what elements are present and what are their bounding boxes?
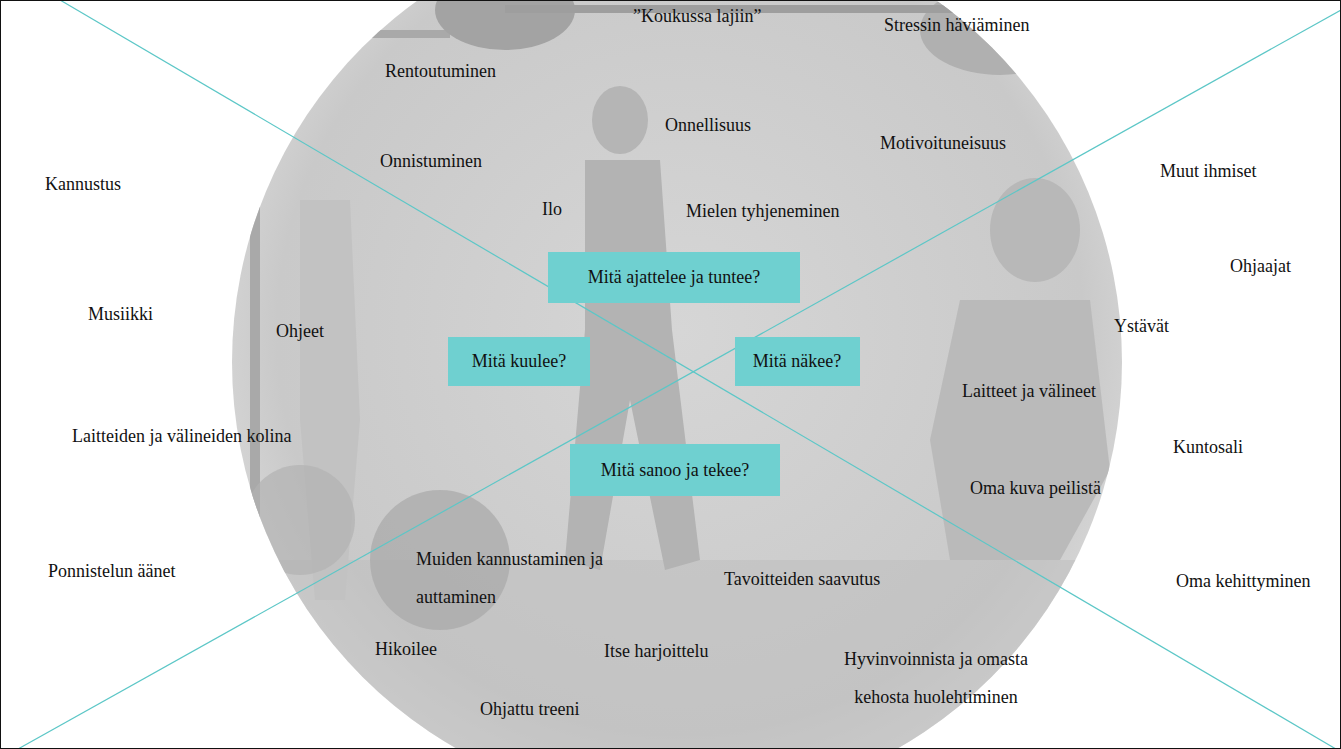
map-label: Laitteiden ja välineiden kolina [72, 425, 291, 447]
photo-circle [200, 0, 1160, 749]
map-label: Kuntosali [1173, 436, 1243, 458]
map-label: Muut ihmiset [1160, 160, 1257, 182]
map-label: Muiden kannustaminen ja auttaminen [416, 540, 656, 616]
question-box: Mitä kuulee? [448, 337, 590, 386]
diagonal-line [60, 0, 1341, 749]
question-text: Mitä ajattelee ja tuntee? [588, 266, 760, 288]
map-label: Ystävät [1114, 315, 1169, 337]
map-label: Laitteet ja välineet [962, 380, 1096, 402]
map-label: Ponnistelun äänet [48, 560, 175, 582]
map-label: Ohjeet [276, 320, 324, 342]
question-text: Mitä sanoo ja tekee? [601, 459, 749, 481]
map-label: Onnellisuus [665, 114, 751, 136]
map-label: ”Koukussa lajiin” [633, 5, 761, 27]
map-label: Mielen tyhjeneminen [686, 200, 839, 222]
map-label: Kannustus [45, 173, 121, 195]
map-label: Musiikki [88, 303, 153, 325]
map-label: Onnistuminen [380, 150, 482, 172]
question-text: Mitä näkee? [753, 350, 841, 372]
question-box: Mitä ajattelee ja tuntee? [548, 252, 800, 303]
map-label: Ilo [542, 198, 562, 220]
question-text: Mitä kuulee? [472, 350, 566, 372]
question-box: Mitä näkee? [735, 337, 860, 386]
map-label: Ohjattu treeni [480, 698, 579, 720]
map-label: Itse harjoittelu [604, 640, 708, 662]
map-label: Motivoituneisuus [880, 132, 1006, 154]
map-label: Hikoilee [375, 638, 437, 660]
question-box: Mitä sanoo ja tekee? [570, 444, 780, 496]
map-label: Hyvinvoinnista ja omasta kehosta huoleht… [816, 640, 1056, 716]
map-label: Stressin häviäminen [884, 14, 1029, 36]
map-label: Ohjaajat [1230, 255, 1291, 277]
map-label: Rentoutuminen [385, 60, 496, 82]
map-label: Tavoitteiden saavutus [724, 568, 880, 590]
diagonal-line [18, 10, 1341, 749]
map-label: Oma kuva peilistä [970, 477, 1101, 499]
map-label: Oma kehittyminen [1176, 570, 1310, 592]
